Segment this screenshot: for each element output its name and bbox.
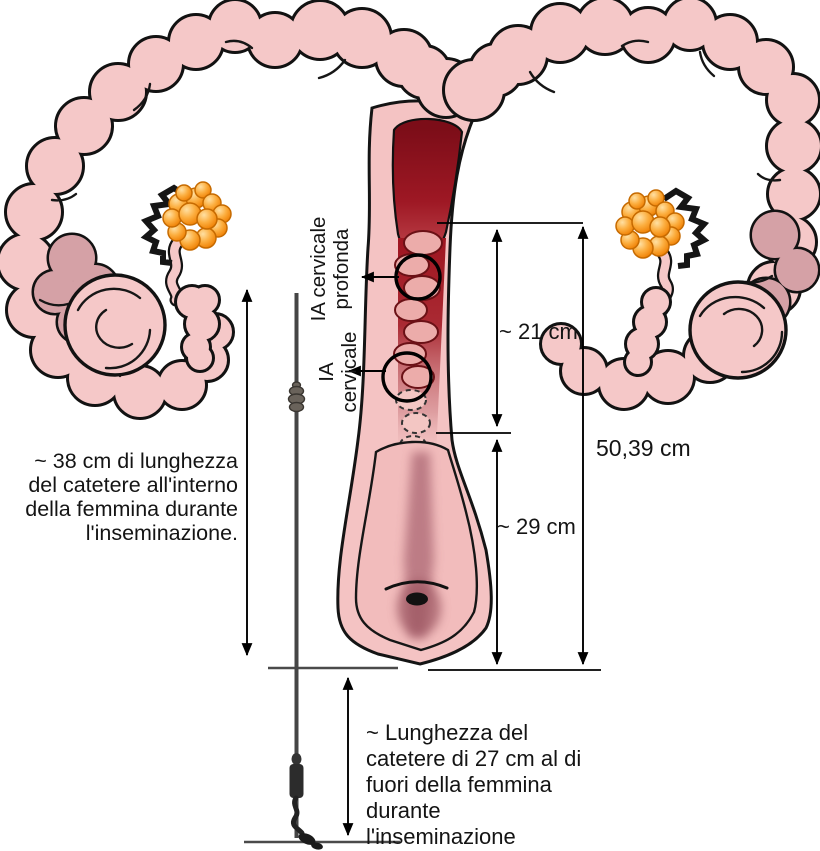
oviduct-left (165, 235, 218, 370)
uterine-horn-right (445, 0, 820, 408)
urethral-arc-icon (384, 580, 449, 591)
circle-deep-ia-site (394, 253, 442, 301)
oviduct-right (626, 245, 674, 374)
vagina-interior (354, 440, 478, 652)
measure-29cm: ~ 29 cm (497, 514, 576, 539)
catheter (287, 293, 323, 850)
circle-cervical-ia-site (381, 351, 433, 403)
fimbria-right-icon (662, 187, 710, 269)
measure-21cm: ~ 21 cm (499, 319, 578, 344)
ovary-right (615, 189, 685, 259)
fimbria-left-icon (140, 184, 188, 266)
measurement-annotations (241, 222, 601, 844)
cervical-folds (393, 230, 446, 456)
note-catheter-outside: ~ Lunghezza del catetere di 27 cm al di … (366, 720, 582, 849)
uterine-horn-left (0, 1, 474, 417)
measure-total-5039cm: 50,39 cm (596, 435, 691, 461)
note-catheter-inside: ~ 38 cm di lunghezza del catetere all'in… (25, 449, 238, 545)
catheter-foam-tip-icon (287, 381, 306, 413)
label-ia-cervicale: IA cervicale (315, 331, 361, 413)
urethral-opening-icon (406, 592, 428, 606)
ovary-left (162, 181, 232, 251)
catheter-connector-icon (289, 753, 323, 850)
